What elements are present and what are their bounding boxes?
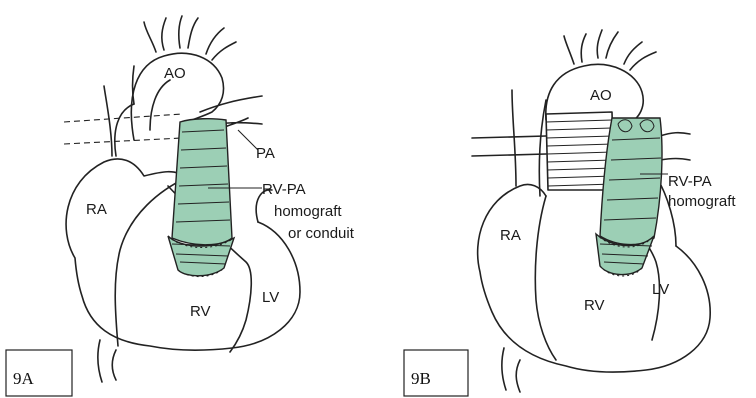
label-rv-9a: RV <box>190 303 211 320</box>
leader-pa-9a <box>238 130 258 150</box>
graft-label-line1-9b: RV-PA <box>668 173 712 190</box>
rv-pa-graft-9a <box>168 119 234 277</box>
label-ra-9b: RA <box>500 227 521 244</box>
label-lv-9a: LV <box>262 289 279 306</box>
ivc-9a <box>98 340 116 382</box>
graft-label-line2-9a: homograft <box>274 203 342 220</box>
label-lv-9b: LV <box>652 281 669 298</box>
graft-label-line1-9a: RV-PA <box>262 181 306 198</box>
label-ra-9a: RA <box>86 201 107 218</box>
graft-label-line3-9a: or conduit <box>288 225 355 242</box>
panel-tag-9b: 9B <box>411 369 431 388</box>
aorta-inner-9a <box>150 80 170 130</box>
panel-9b: AO RA RV LV RV-PA homograft 9B <box>404 30 736 396</box>
panel-tag-9a: 9A <box>13 369 35 388</box>
arch-branches-9b <box>564 30 656 70</box>
pa-branches-9b <box>660 133 690 160</box>
label-ao-9a: AO <box>164 65 186 82</box>
heart-outline-9b <box>478 184 711 372</box>
label-rv-9b: RV <box>584 297 605 314</box>
rv-border-9b <box>535 196 556 360</box>
label-ao-9b: AO <box>590 87 612 104</box>
svc-9a <box>104 66 134 156</box>
svc-9b <box>512 90 546 196</box>
graft-label-line2-9b: homograft <box>668 193 736 210</box>
left-vessels-9b <box>472 136 546 156</box>
ivc-9b <box>502 348 520 392</box>
dashed-pa-9a <box>64 114 182 144</box>
panel-9a: AO PA RA RV LV RV-PA homograft or condui… <box>6 16 355 396</box>
label-pa-9a: PA <box>256 145 275 162</box>
